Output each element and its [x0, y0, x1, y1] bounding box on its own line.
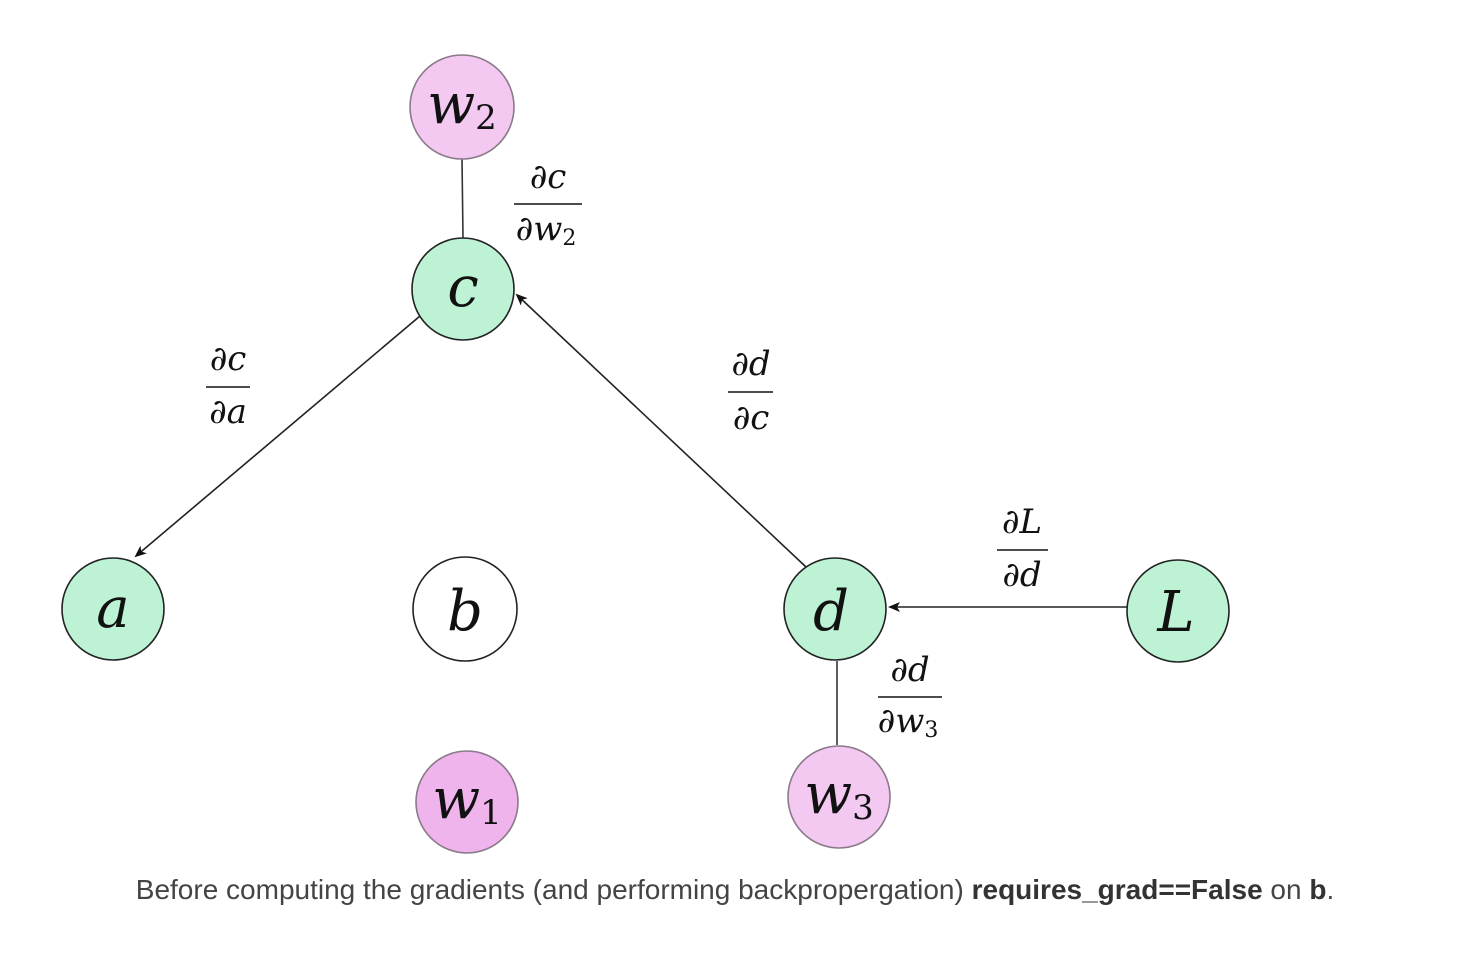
node-c: c — [411, 237, 515, 341]
svg-text:b: b — [447, 579, 483, 644]
figure-caption: Before computing the gradients (and perf… — [0, 874, 1470, 906]
edge-d-c — [515, 293, 807, 568]
gradient-dc-da: ∂c ∂a — [206, 339, 250, 432]
svg-text:∂d: ∂d — [890, 650, 929, 690]
edge-w2-c — [461, 158, 464, 239]
edge-c-a — [134, 315, 421, 558]
node-a: a — [61, 557, 165, 661]
svg-text:∂d: ∂d — [731, 344, 770, 384]
node-w1: w1 — [415, 750, 519, 854]
caption-code: requires_grad==False — [971, 874, 1263, 905]
svg-text:∂d: ∂d — [1002, 555, 1041, 595]
computation-graph: w2 c a b d L w1 w3 ∂c ∂w2 ∂c ∂a ∂d — [61, 54, 1230, 854]
svg-text:c: c — [447, 255, 478, 320]
svg-text:∂L: ∂L — [1002, 502, 1042, 542]
gradient-dc-dw2: ∂c ∂w2 — [514, 157, 582, 251]
node-w3: w3 — [787, 745, 891, 849]
svg-text:w2: w2 — [427, 72, 497, 138]
node-d: d — [783, 557, 887, 661]
svg-text:∂w2: ∂w2 — [516, 209, 577, 251]
svg-text:∂w3: ∂w3 — [878, 701, 939, 743]
caption-middle: on — [1262, 874, 1310, 905]
svg-text:∂c: ∂c — [530, 157, 567, 197]
svg-text:d: d — [813, 579, 849, 644]
svg-text:w3: w3 — [804, 762, 874, 828]
node-w2: w2 — [409, 54, 515, 160]
svg-text:L: L — [1156, 580, 1194, 645]
caption-prefix: Before computing the gradients (and perf… — [135, 874, 972, 905]
node-L: L — [1126, 559, 1230, 663]
svg-text:w1: w1 — [432, 767, 502, 833]
svg-text:∂a: ∂a — [209, 392, 247, 432]
gradient-dd-dc: ∂d ∂c — [728, 344, 773, 438]
caption-suffix: . — [1326, 874, 1335, 905]
node-b: b — [412, 556, 518, 662]
svg-text:a: a — [96, 576, 129, 641]
caption-var: b — [1309, 874, 1327, 905]
svg-text:∂c: ∂c — [210, 339, 247, 379]
gradient-dL-dd: ∂L ∂d — [997, 502, 1048, 595]
svg-text:∂c: ∂c — [733, 398, 770, 438]
gradient-dd-dw3: ∂d ∂w3 — [878, 650, 942, 743]
